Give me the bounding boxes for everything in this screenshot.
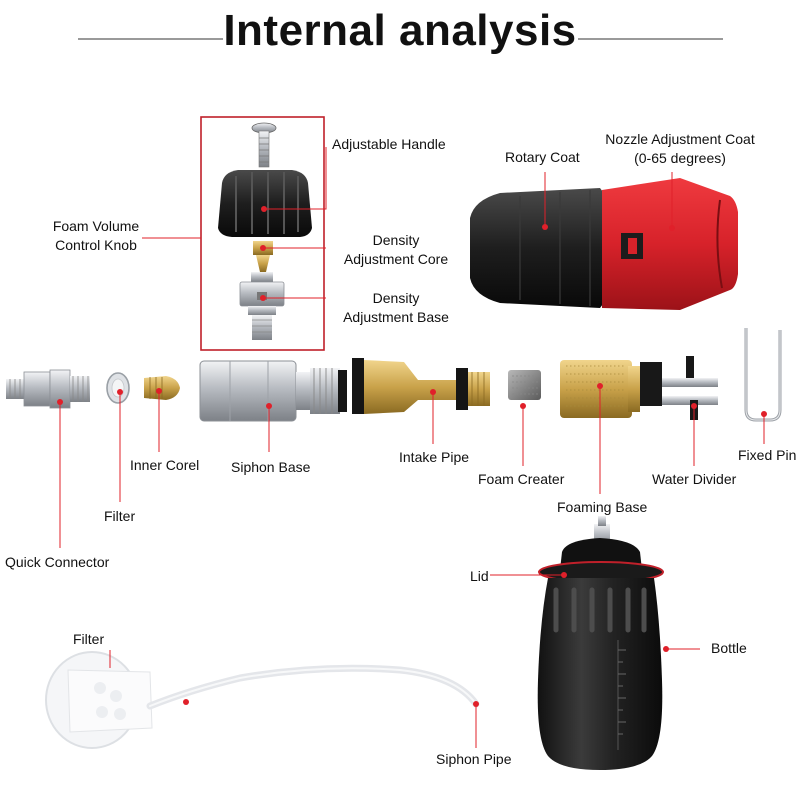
label-foam-volume-line1: Foam Volume bbox=[52, 218, 140, 234]
label-fixed-pin: Fixed Pin bbox=[738, 447, 797, 463]
title-rule-right bbox=[578, 38, 723, 40]
label-foam-creater: Foam Creater bbox=[478, 471, 565, 487]
leader-adjustable-handle bbox=[264, 147, 327, 210]
label-foam-volume-control-knob: Foam Volume Control Knob bbox=[38, 217, 154, 255]
fixed-pin bbox=[744, 328, 782, 422]
nozzle-adjustment-coat bbox=[602, 178, 738, 310]
foam-creater bbox=[508, 370, 541, 400]
filter-small-disc bbox=[106, 372, 130, 404]
label-siphon-base: Siphon Base bbox=[231, 459, 311, 475]
label-intake-pipe: Intake Pipe bbox=[399, 449, 470, 465]
inner-corel bbox=[144, 376, 180, 400]
label-density-adjustment-base: Density Adjustment Base bbox=[334, 289, 458, 327]
bottle-body bbox=[537, 516, 664, 770]
leader-lines bbox=[59, 147, 765, 748]
label-nozzle-line2: (0-65 degrees) bbox=[634, 150, 726, 166]
quick-connector bbox=[6, 369, 90, 409]
label-inner-corel: Inner Corel bbox=[130, 457, 200, 473]
label-water-divider: Water Divider bbox=[652, 471, 737, 487]
adjustable-handle-knob bbox=[218, 170, 312, 237]
label-foam-volume-line2: Control Knob bbox=[55, 237, 137, 253]
siphon-filter-large bbox=[45, 651, 153, 749]
label-density-core-line1: Density bbox=[372, 232, 420, 248]
density-adjustment-base bbox=[239, 272, 285, 340]
label-density-base-line2: Adjustment Base bbox=[343, 309, 449, 325]
label-density-base-line1: Density bbox=[372, 290, 420, 306]
label-filter-large: Filter bbox=[73, 631, 105, 647]
leader-dots bbox=[57, 206, 767, 707]
label-filter-small: Filter bbox=[104, 508, 136, 524]
label-density-adjustment-core: Density Adjustment Core bbox=[334, 231, 458, 269]
label-bottle: Bottle bbox=[711, 640, 747, 656]
rotary-coat bbox=[470, 188, 606, 308]
label-rotary-coat: Rotary Coat bbox=[505, 149, 580, 165]
label-density-core-line2: Adjustment Core bbox=[343, 251, 449, 267]
label-nozzle-line1: Nozzle Adjustment Coat bbox=[605, 131, 755, 147]
label-siphon-pipe: Siphon Pipe bbox=[436, 751, 512, 767]
intake-pipe bbox=[352, 358, 490, 414]
water-divider bbox=[640, 356, 718, 420]
label-lid: Lid bbox=[470, 568, 489, 584]
page-title: Internal analysis bbox=[223, 6, 577, 55]
adjustable-handle-screw bbox=[251, 122, 277, 168]
siphon-base bbox=[199, 360, 347, 422]
label-quick-connector: Quick Connector bbox=[5, 554, 110, 570]
title-rule-left bbox=[78, 38, 223, 40]
label-nozzle-adjustment-coat: Nozzle Adjustment Coat (0-65 degrees) bbox=[600, 130, 760, 168]
label-foaming-base: Foaming Base bbox=[557, 499, 648, 515]
label-adjustable-handle: Adjustable Handle bbox=[332, 136, 446, 152]
foaming-base bbox=[560, 360, 640, 418]
knob-group-frame bbox=[200, 116, 325, 351]
